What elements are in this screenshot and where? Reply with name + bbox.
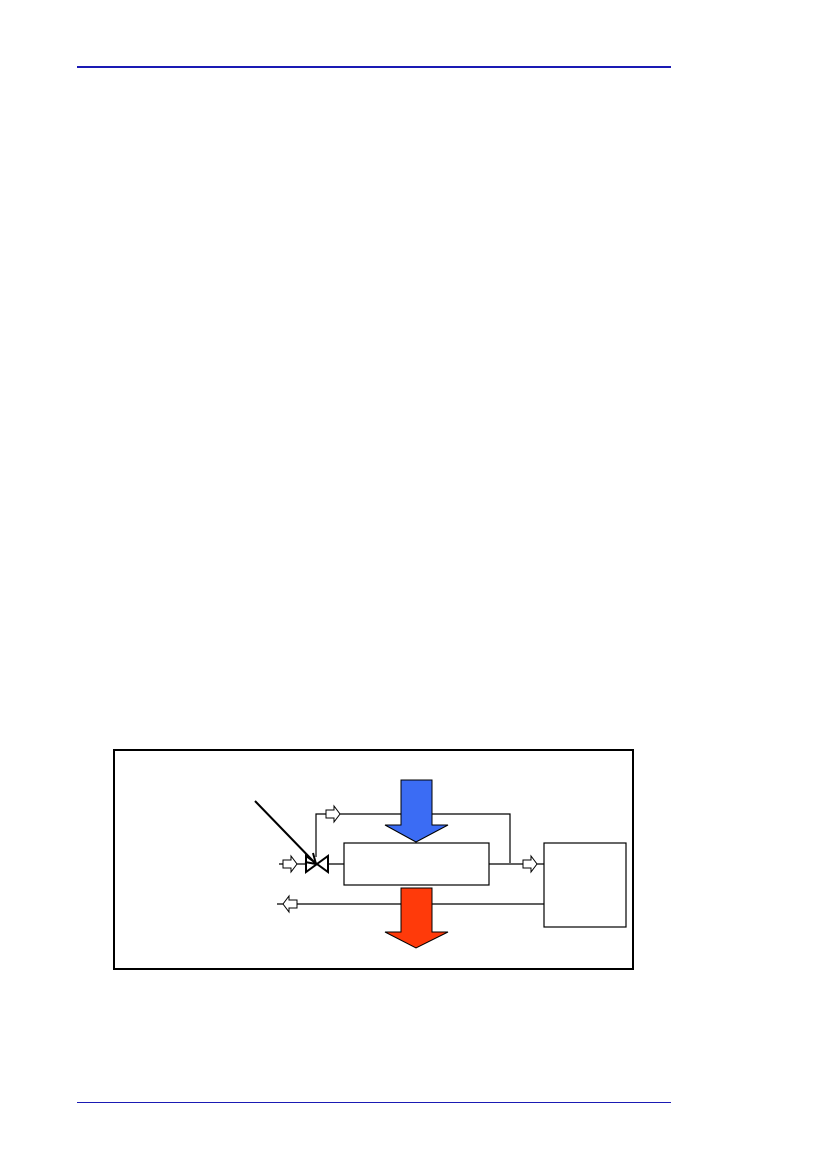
cold-flow-arrow xyxy=(384,779,449,843)
header-rule xyxy=(77,66,671,68)
return-arrow-icon xyxy=(282,894,298,914)
footer-rule xyxy=(77,1102,671,1103)
receiver-box xyxy=(543,842,627,928)
main-inlet-arrow-icon xyxy=(282,854,298,874)
bypass-inlet-arrow-icon xyxy=(325,804,341,824)
outlet-arrow-icon xyxy=(522,854,538,874)
valve-pointer-arrow xyxy=(254,800,318,866)
hot-flow-arrow xyxy=(384,887,449,949)
heat-exchanger-box xyxy=(343,842,490,886)
figure-frame xyxy=(113,749,634,970)
